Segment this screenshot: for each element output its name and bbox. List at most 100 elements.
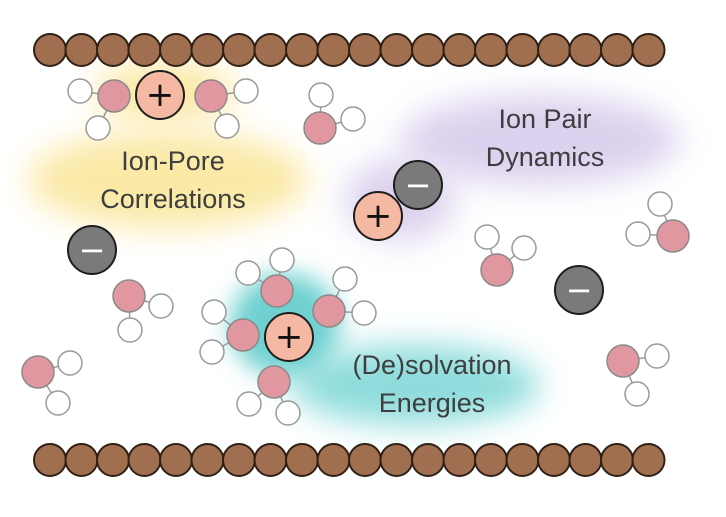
hydrogen-atom <box>199 339 225 365</box>
pore-wall-bottom <box>33 443 666 477</box>
water-molecule <box>67 78 131 141</box>
minus-symbol: − <box>405 166 432 204</box>
hydrogen-atom <box>351 300 377 326</box>
water-molecule <box>199 299 260 365</box>
hydrogen-atom <box>233 78 259 104</box>
oxygen-atom <box>257 365 291 399</box>
pore-wall-atom <box>159 443 193 477</box>
label-ion-pair-dynamics: Ion Pair Dynamics <box>460 100 630 176</box>
oxygen-atom <box>312 294 346 328</box>
pore-wall-atom <box>600 443 634 477</box>
pore-wall-atom <box>631 33 666 67</box>
label-desolvation-line2: Energies <box>378 388 486 418</box>
oxygen-atom <box>112 279 146 313</box>
hydrogen-atom <box>647 191 673 217</box>
pore-wall-atom <box>411 443 445 477</box>
pore-wall-atom <box>442 33 477 67</box>
ions: +++−−− <box>67 70 604 362</box>
pore-wall-atom <box>127 443 162 477</box>
pore-wall-atom <box>537 33 571 67</box>
pore-wall-atom <box>600 33 634 67</box>
hydrogen-atom <box>85 115 111 141</box>
hydrogen-atom <box>275 400 301 426</box>
anion-ion: − <box>554 265 604 315</box>
oxygen-atom <box>260 274 294 308</box>
pore-wall-atom <box>253 33 288 67</box>
hydrogen-atom <box>214 113 240 139</box>
water-molecule <box>474 224 537 287</box>
pore-wall-atom <box>33 33 67 67</box>
cation-ion: + <box>264 312 314 362</box>
label-ion-pore-correlations: Ion-Pore Correlations <box>68 142 278 218</box>
plus-symbol: + <box>275 317 304 357</box>
hydrogen-atom <box>644 343 670 369</box>
pore-wall-atom <box>316 443 351 477</box>
label-ion-pair-line1: Ion Pair <box>498 104 592 134</box>
hydrogen-atom <box>236 391 262 417</box>
plus-symbol: + <box>364 196 393 236</box>
pore-wall-atom <box>253 443 288 477</box>
pore-wall-atom <box>474 443 508 477</box>
pore-wall-atom <box>631 443 666 477</box>
label-ion-pore-line2: Correlations <box>100 184 246 214</box>
hydrogen-atom <box>201 299 227 325</box>
glow-ion-pair <box>400 95 680 185</box>
hydrogen-atom <box>117 317 143 343</box>
pore-wall-atom <box>285 443 319 477</box>
plus-symbol: + <box>146 75 175 115</box>
hydrogen-atom <box>57 350 83 376</box>
pore-wall-atom <box>316 33 351 67</box>
water-molecule <box>606 343 670 407</box>
oxygen-atom <box>97 79 131 113</box>
label-ion-pair-line2: Dynamics <box>485 142 605 172</box>
label-desolvation-line1: (De)solvation <box>352 350 512 380</box>
pore-wall-top <box>33 33 666 67</box>
pore-wall-atom <box>64 443 99 477</box>
water-molecule <box>235 247 295 308</box>
pore-wall-atom <box>348 33 382 67</box>
anion-ion: − <box>393 160 443 210</box>
hydrogen-atom <box>624 381 650 407</box>
hydrogen-atom <box>45 390 71 416</box>
pore-wall-atom <box>222 443 256 477</box>
pore-wall-atom <box>379 33 414 67</box>
pore-wall-atom <box>96 33 130 67</box>
hydrogen-atom <box>340 106 366 132</box>
pore-wall-atom <box>64 33 99 67</box>
hydrogen-atom <box>308 82 334 108</box>
oxygen-atom <box>480 253 514 287</box>
pore-wall-atom <box>442 443 477 477</box>
pore-wall-atom <box>33 443 67 477</box>
pore-wall-atom <box>190 33 225 67</box>
cation-ion: + <box>135 70 185 120</box>
water-molecule <box>312 266 377 328</box>
oxygen-atom <box>606 344 640 378</box>
pore-wall-atom <box>222 33 256 67</box>
pore-wall-atom <box>159 33 193 67</box>
oxygen-atom <box>303 111 337 145</box>
glow-ion-pore <box>28 132 308 228</box>
oxygen-atom <box>226 318 260 352</box>
anion-ion: − <box>67 225 117 275</box>
hydrogen-atom <box>148 293 174 319</box>
pore-wall-atom <box>348 443 382 477</box>
pore-wall-atom <box>568 33 603 67</box>
hydrogen-atom <box>67 78 93 104</box>
pore-wall-atom <box>474 33 508 67</box>
hydrogen-atom <box>474 224 500 250</box>
pore-wall-atom <box>537 443 571 477</box>
minus-symbol: − <box>566 271 593 309</box>
water-molecule <box>21 350 83 416</box>
hydrogen-atom <box>269 247 295 273</box>
hydrogen-atom <box>235 260 261 286</box>
label-ion-pore-line1: Ion-Pore <box>121 146 225 176</box>
oxygen-atom <box>656 219 690 253</box>
label-desolvation-energies: (De)solvation Energies <box>322 346 542 422</box>
water-molecule <box>194 78 259 139</box>
water-molecule <box>112 279 174 343</box>
water-molecule <box>303 82 366 145</box>
water-molecule <box>625 191 690 253</box>
pore-wall-atom <box>285 33 319 67</box>
water-molecule <box>236 365 301 426</box>
